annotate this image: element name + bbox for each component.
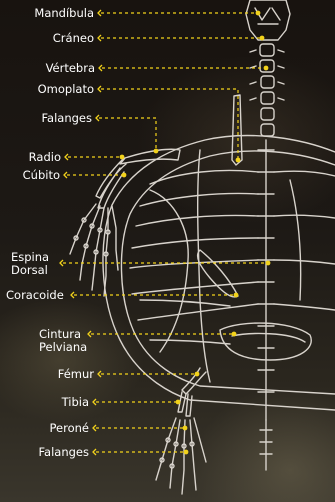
dorsal-spine	[258, 140, 274, 420]
arrow-falanges-top	[96, 115, 99, 121]
tail	[260, 420, 272, 470]
arrow-omoplato	[98, 86, 101, 92]
arrow-espina	[60, 260, 63, 266]
arrow-cubito	[64, 172, 67, 178]
dot-mandibula	[256, 11, 261, 16]
dot-craneo	[260, 36, 265, 41]
ribs	[130, 171, 335, 321]
label-espina: Espina Dorsal	[11, 251, 49, 277]
label-coracoide: Coracoide	[6, 289, 64, 302]
label-falanges-bottom: Falanges	[38, 446, 89, 459]
neck-vertebrae	[250, 44, 284, 136]
hind-phalanges	[156, 418, 206, 494]
dot-coracoide	[234, 293, 239, 298]
label-falanges-top: Falanges	[41, 112, 92, 125]
arrow-falanges-bottom	[93, 449, 96, 455]
ulna	[98, 168, 124, 208]
arrow-tibia	[93, 399, 96, 405]
fibula	[186, 394, 192, 416]
dot-cintura	[232, 332, 237, 337]
label-omoplato: Omoplato	[38, 83, 94, 96]
label-cintura: Cintura Pelviana	[39, 328, 87, 354]
dot-espina	[266, 261, 271, 266]
label-craneo: Cráneo	[53, 32, 94, 45]
arrow-cintura	[88, 331, 91, 337]
label-espina-line2: Dorsal	[11, 264, 49, 277]
label-femur: Fémur	[58, 368, 94, 381]
dot-radio	[120, 155, 125, 160]
dot-vertebra	[264, 66, 269, 71]
label-vertebra: Vértebra	[46, 62, 95, 75]
arrow-perone	[93, 425, 96, 431]
arrow-femur	[98, 371, 101, 377]
dot-cubito	[122, 173, 127, 178]
dot-falanges-bottom	[184, 450, 189, 455]
carapace-inner	[121, 151, 335, 394]
skull	[246, 0, 290, 40]
shell-scutes	[140, 150, 301, 382]
dot-falanges-top	[154, 149, 159, 154]
scapula	[232, 95, 242, 165]
label-perone: Peroné	[50, 422, 89, 435]
dot-omoplato	[236, 158, 241, 163]
label-tibia: Tibia	[62, 396, 89, 409]
arrow-coracoide	[71, 292, 74, 298]
label-cubito: Cúbito	[23, 169, 60, 182]
coracoid	[198, 250, 238, 297]
front-phalanges	[70, 204, 118, 296]
arrow-craneo	[98, 35, 101, 41]
arrow-vertebra	[99, 65, 102, 71]
arrow-mandibula	[98, 10, 101, 16]
dot-perone	[183, 426, 188, 431]
dot-femur	[195, 372, 200, 377]
label-radio: Radio	[29, 151, 61, 164]
label-cintura-line2: Pelviana	[39, 341, 87, 354]
jaw	[255, 8, 280, 24]
label-mandibula: Mandíbula	[34, 7, 94, 20]
leader-falanges-top	[99, 118, 156, 151]
dot-tibia	[176, 400, 181, 405]
arrow-radio	[65, 154, 68, 160]
